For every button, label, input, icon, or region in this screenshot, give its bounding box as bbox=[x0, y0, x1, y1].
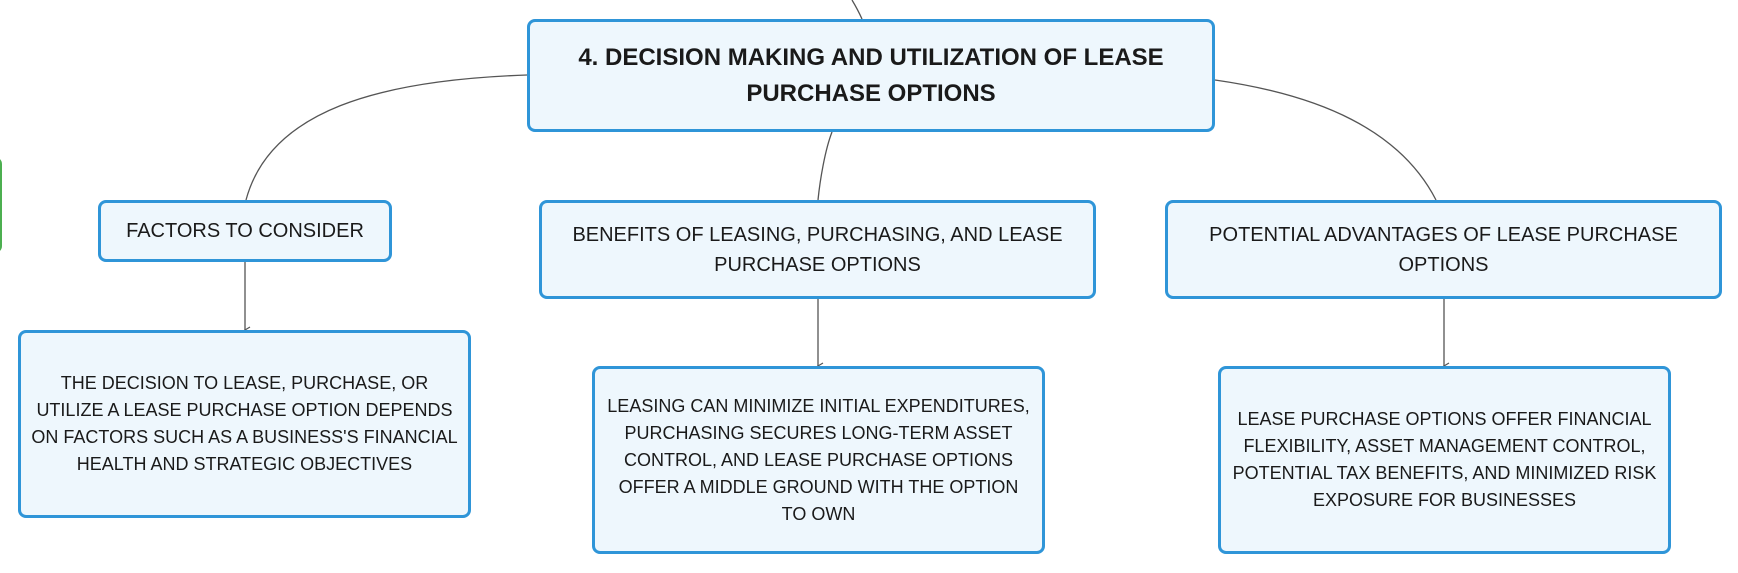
branch-label: POTENTIAL ADVANTAGES OF LEASE PURCHASE O… bbox=[1209, 223, 1678, 276]
root-topic-node[interactable]: 4. DECISION MAKING AND UTILIZATION OF LE… bbox=[527, 19, 1215, 132]
detail-node-benefits[interactable]: LEASING CAN MINIMIZE INITIAL EXPENDITURE… bbox=[592, 366, 1045, 554]
detail-node-factors[interactable]: THE DECISION TO LEASE, PURCHASE, OR UTIL… bbox=[18, 330, 471, 518]
connector-root-to-advantages bbox=[1214, 79, 1437, 201]
branch-node-advantages[interactable]: POTENTIAL ADVANTAGES OF LEASE PURCHASE O… bbox=[1165, 200, 1722, 299]
detail-text: THE DECISION TO LEASE, PURCHASE, OR UTIL… bbox=[31, 373, 458, 474]
branch-node-factors[interactable]: FACTORS TO CONSIDER bbox=[98, 200, 392, 262]
root-topic-title: 4. DECISION MAKING AND UTILIZATION OF LE… bbox=[578, 43, 1164, 107]
branch-label: BENEFITS OF LEASING, PURCHASING, AND LEA… bbox=[572, 223, 1063, 276]
offscreen-node-edge[interactable] bbox=[0, 157, 2, 253]
detail-node-advantages[interactable]: LEASE PURCHASE OPTIONS OFFER FINANCIAL F… bbox=[1218, 366, 1671, 554]
detail-text: LEASE PURCHASE OPTIONS OFFER FINANCIAL F… bbox=[1232, 409, 1657, 510]
connector-root-to-benefits bbox=[817, 131, 833, 201]
branch-node-benefits[interactable]: BENEFITS OF LEASING, PURCHASING, AND LEA… bbox=[539, 200, 1096, 299]
detail-text: LEASING CAN MINIMIZE INITIAL EXPENDITURE… bbox=[607, 395, 1030, 524]
branch-label: FACTORS TO CONSIDER bbox=[126, 220, 364, 242]
connector-parent-to-root bbox=[851, 0, 863, 20]
connector-root-to-factors bbox=[245, 74, 528, 201]
